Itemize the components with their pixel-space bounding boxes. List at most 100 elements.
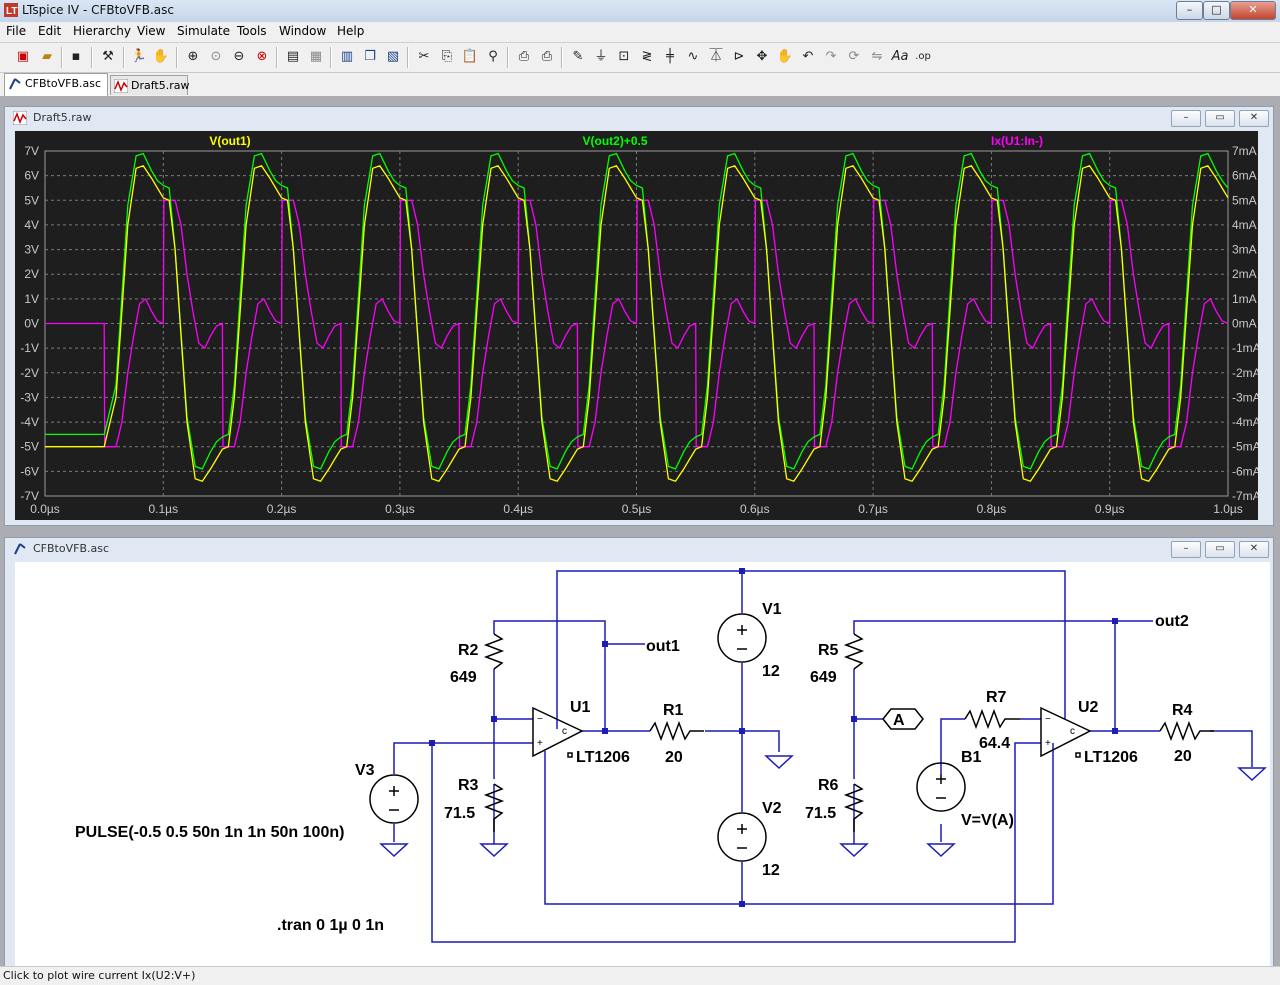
new-schematic-icon[interactable]: ▣ xyxy=(16,49,30,64)
wire[interactable] xyxy=(705,730,780,752)
wire[interactable] xyxy=(853,620,1153,634)
undo-icon[interactable]: ↶ xyxy=(802,49,814,64)
trace-0[interactable] xyxy=(45,165,1229,482)
wire[interactable] xyxy=(556,570,1066,729)
ground-symbol[interactable] xyxy=(839,843,869,858)
capacitor-icon[interactable]: ╪ xyxy=(666,49,674,64)
menu-help[interactable]: Help xyxy=(337,24,365,38)
ground-symbol[interactable] xyxy=(1237,767,1267,782)
move-icon[interactable]: ✥ xyxy=(756,49,768,64)
print-icon[interactable]: ⎙ xyxy=(541,49,553,64)
menu-window[interactable]: Window xyxy=(279,24,327,38)
net-label-a-shape[interactable] xyxy=(882,708,924,730)
plot-minimize-button[interactable]: – xyxy=(1171,110,1201,127)
source-b1[interactable] xyxy=(916,762,966,812)
wire[interactable] xyxy=(493,620,606,731)
rotate-icon[interactable]: ⟳ xyxy=(848,49,860,64)
redo-icon[interactable]: ↷ xyxy=(825,49,837,64)
schematic-drawing[interactable]: −+ c −+ c R2 xyxy=(15,562,1270,966)
menu-tools[interactable]: Tools xyxy=(237,24,267,38)
ground-symbol[interactable] xyxy=(479,843,509,858)
open-folder-icon[interactable]: ▰ xyxy=(42,49,52,64)
halt-icon[interactable]: ✋ xyxy=(152,49,170,64)
resistor-icon[interactable]: ≷ xyxy=(641,49,653,64)
paste-icon[interactable]: 📋 xyxy=(461,49,479,64)
resistor-r2[interactable] xyxy=(483,633,505,670)
source-v3[interactable] xyxy=(369,774,419,824)
tab-cfbtovfb[interactable]: CFBtoVFB.asc xyxy=(4,73,108,96)
menu-edit[interactable]: Edit xyxy=(38,24,62,38)
cut-icon[interactable]: ✂ xyxy=(418,49,430,64)
wire[interactable] xyxy=(393,742,533,774)
resistor-r7[interactable] xyxy=(964,708,1020,730)
zoom-in-icon[interactable]: ⊕ xyxy=(187,49,199,64)
wires[interactable] xyxy=(393,570,1253,943)
plot-restore-button[interactable]: ▭ xyxy=(1205,110,1235,127)
menu-file[interactable]: File xyxy=(6,24,27,38)
resistors[interactable] xyxy=(483,633,1214,832)
zoom-fit-icon[interactable]: ⊗ xyxy=(256,49,268,64)
tile-horizontal-icon[interactable]: ▥ xyxy=(340,49,354,64)
print-setup-icon[interactable]: ⎙ xyxy=(518,49,530,64)
ground-icon[interactable]: ⏚ xyxy=(594,49,608,64)
resistor-r4[interactable] xyxy=(1159,720,1214,742)
menu-simulate[interactable]: Simulate xyxy=(177,24,231,38)
cascade-icon[interactable]: ❐ xyxy=(364,49,376,64)
wire[interactable] xyxy=(940,718,965,774)
grid-icon[interactable]: ▦ xyxy=(309,49,323,64)
schematic-close-button[interactable]: ✕ xyxy=(1239,541,1269,558)
close-button[interactable]: ✕ xyxy=(1230,1,1276,20)
ground-symbol[interactable] xyxy=(379,843,409,858)
schematic-canvas[interactable]: −+ c −+ c R2 xyxy=(15,562,1270,966)
spice-directive-tran[interactable]: .tran 0 1µ 0 1n xyxy=(277,917,384,934)
wire[interactable] xyxy=(1210,730,1253,767)
resistor-r3[interactable] xyxy=(483,783,505,832)
wire[interactable] xyxy=(431,742,1041,943)
zoom-out-icon[interactable]: ⊖ xyxy=(233,49,245,64)
schematic-minimize-button[interactable]: – xyxy=(1171,541,1201,558)
opamp-u1[interactable] xyxy=(532,706,584,758)
find-icon[interactable]: ⚲ xyxy=(488,49,498,64)
resistor-r6[interactable] xyxy=(843,783,865,832)
maximize-button[interactable]: □ xyxy=(1203,1,1230,20)
mirror-icon[interactable]: ⇋ xyxy=(871,49,883,64)
opamps[interactable] xyxy=(532,706,1092,758)
drag-icon[interactable]: ✋ xyxy=(776,49,794,64)
control-panel-icon[interactable]: ⚒ xyxy=(102,49,114,64)
draw-wire-icon[interactable]: ✎ xyxy=(572,49,584,64)
run-icon[interactable]: 🏃 xyxy=(130,49,148,64)
resistor-r5[interactable] xyxy=(843,633,865,670)
source-v1[interactable] xyxy=(717,613,767,663)
menu-view[interactable]: View xyxy=(137,24,166,38)
ground-symbol[interactable] xyxy=(926,843,956,858)
label-net-icon[interactable]: ⊡ xyxy=(618,49,630,64)
minimize-button[interactable]: – xyxy=(1176,1,1203,20)
menu-hierarchy[interactable]: Hierarchy xyxy=(73,24,132,38)
pan-icon[interactable]: ⊙ xyxy=(210,49,222,64)
trace-label[interactable]: V(out1) xyxy=(209,134,250,148)
sources[interactable] xyxy=(369,613,966,862)
ground-symbol[interactable] xyxy=(764,755,794,770)
text-icon[interactable]: Aa xyxy=(891,49,909,64)
wire[interactable] xyxy=(544,743,1054,905)
trace-1[interactable] xyxy=(45,152,1229,470)
save-icon[interactable]: ▪ xyxy=(71,49,81,64)
component-icon[interactable]: ⊳ xyxy=(733,49,745,64)
tab-draft5[interactable]: Draft5.raw xyxy=(110,75,189,95)
source-v2[interactable] xyxy=(717,812,767,862)
plot-close-button[interactable]: ✕ xyxy=(1239,110,1269,127)
inductor-icon[interactable]: ∿ xyxy=(687,49,699,64)
copy-icon[interactable]: ⎘ xyxy=(441,49,453,64)
tile-vertical-icon[interactable]: ▧ xyxy=(386,49,400,64)
autorange-icon[interactable]: ▤ xyxy=(286,49,300,64)
trace-label[interactable]: Ix(U1:In-) xyxy=(991,134,1043,148)
opamp-u2[interactable] xyxy=(1040,706,1092,758)
schematic-restore-button[interactable]: ▭ xyxy=(1205,541,1235,558)
trace-label[interactable]: V(out2)+0.5 xyxy=(582,134,647,148)
spice-directive-icon[interactable]: .op xyxy=(915,51,931,62)
diode-icon[interactable]: ⏄ xyxy=(709,49,723,64)
resistor-r1[interactable] xyxy=(649,720,704,742)
trace-2[interactable] xyxy=(45,199,1229,448)
